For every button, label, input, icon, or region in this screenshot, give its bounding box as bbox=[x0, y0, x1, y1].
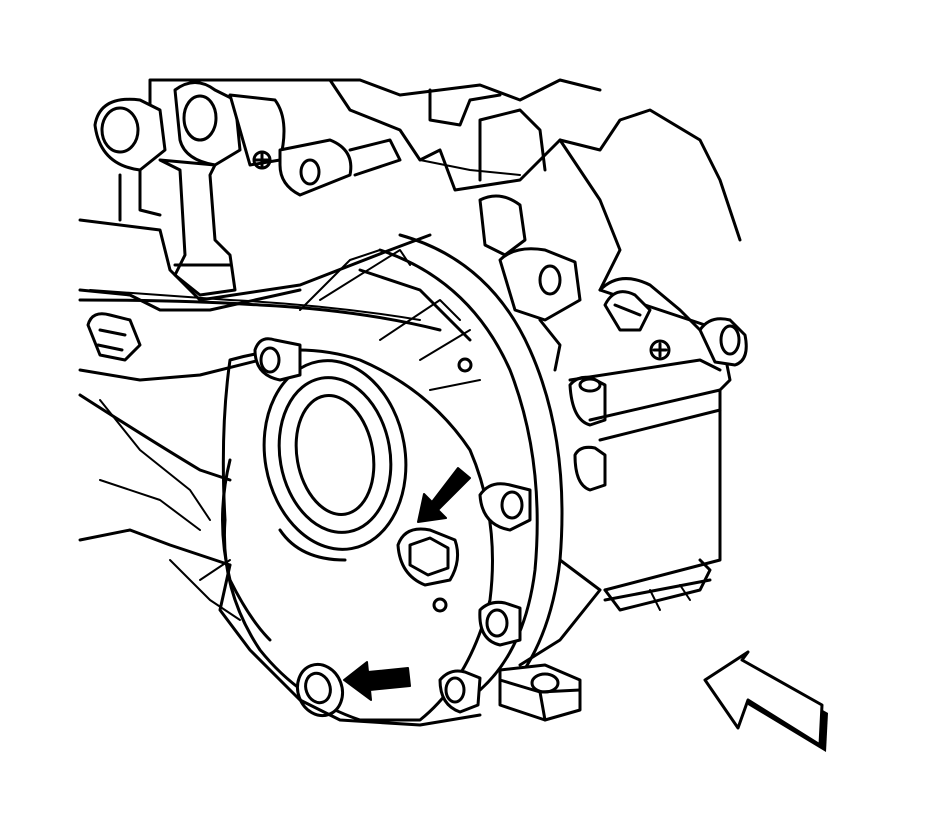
flange-bolt-bosses bbox=[253, 337, 607, 714]
harness-connector bbox=[86, 312, 142, 362]
fill-plug bbox=[396, 527, 460, 587]
upper-mount-boss bbox=[278, 138, 402, 197]
sensor-connector-assembly bbox=[93, 81, 286, 297]
right-bracket-switch bbox=[478, 194, 748, 372]
fill-plug-arrow bbox=[417, 467, 471, 523]
left-housing-body bbox=[78, 218, 442, 567]
drain-plug-arrow bbox=[343, 661, 411, 701]
view-direction-arrow bbox=[703, 650, 828, 752]
bell-flange-ring bbox=[299, 233, 564, 702]
lower-housing bbox=[169, 559, 582, 727]
